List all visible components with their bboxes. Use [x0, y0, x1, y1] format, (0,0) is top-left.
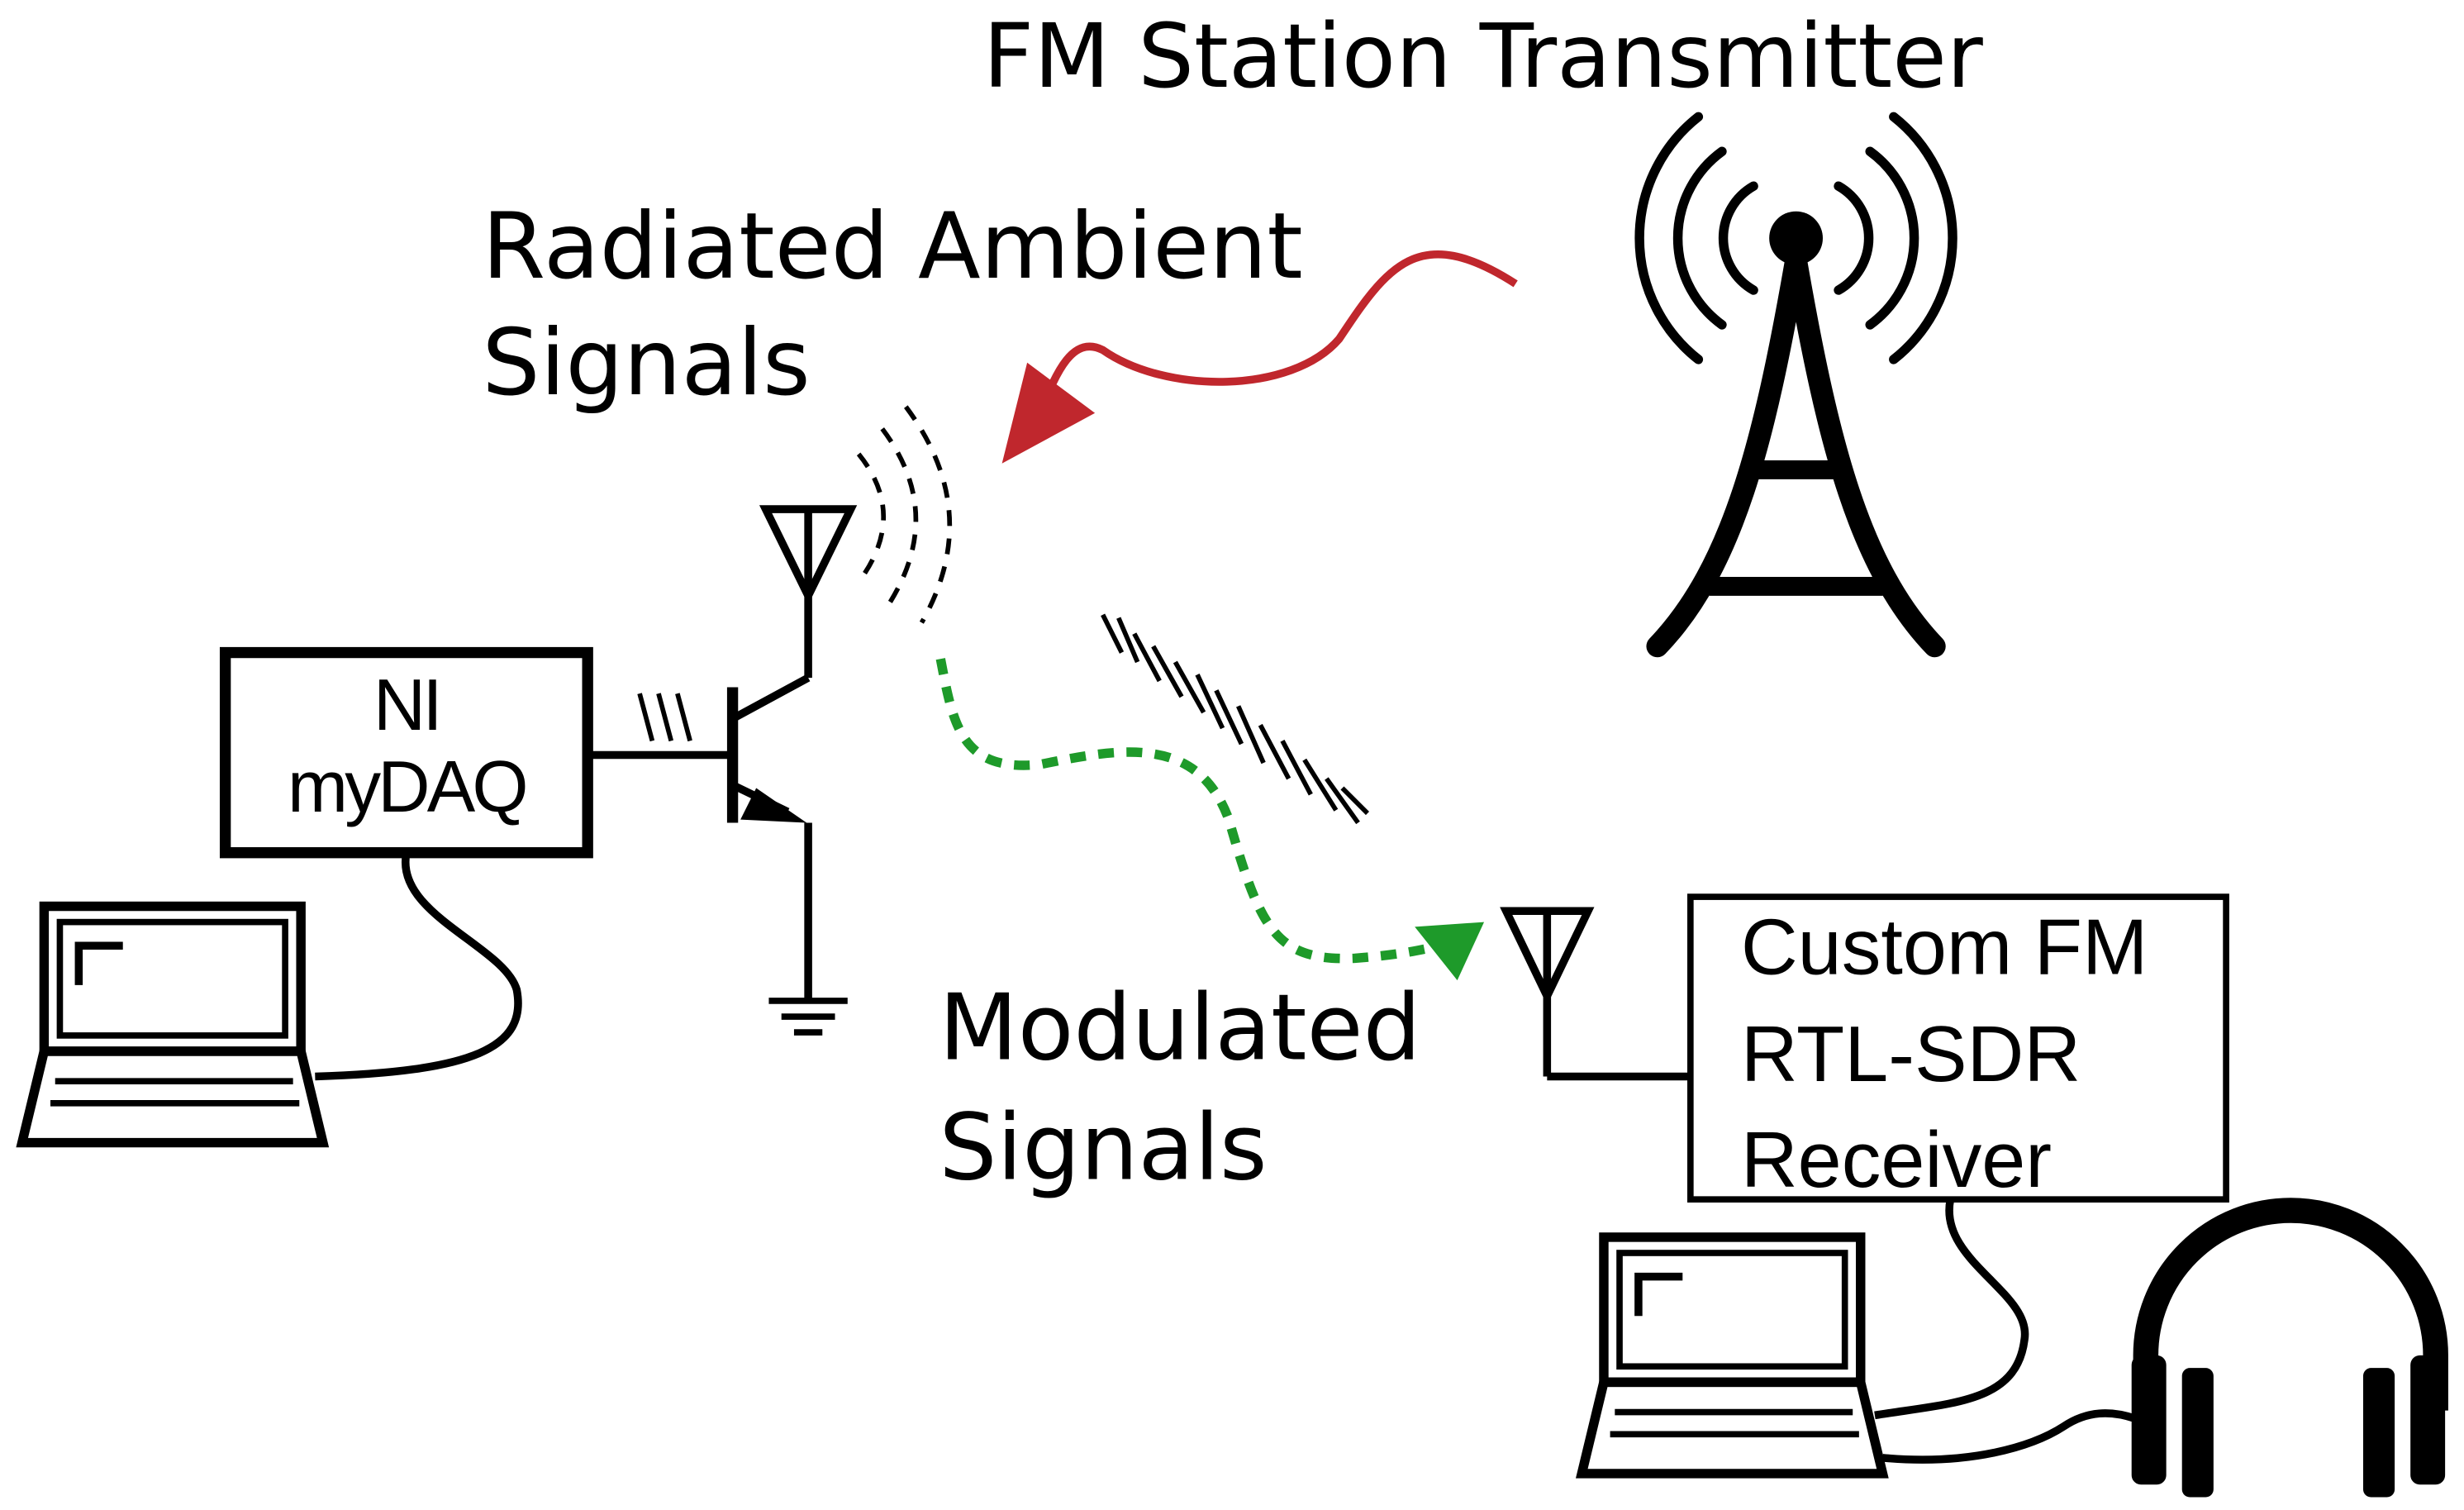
transmitter-label: FM Station Transmitter — [983, 6, 1983, 108]
radiated-label-line2: Signals — [482, 310, 810, 417]
mydaq-box: NI myDAQ — [219, 646, 593, 859]
ground-icon — [768, 998, 848, 1036]
modulated-signal-arrow — [935, 658, 1485, 981]
receiver-cable — [1874, 1198, 2029, 1420]
modulated-label-line1: Modulated — [939, 974, 1420, 1081]
receiver-antenna-icon — [1500, 907, 1691, 1081]
modulated-wave-hatch — [1101, 613, 1369, 825]
receiver-box: Custom FM RTL-SDR Receiver — [1687, 893, 2229, 1204]
laptop-icon — [16, 901, 330, 1148]
ambient-signal-arrow — [1001, 250, 1518, 464]
receiver-label-line3: Receiver — [1741, 1117, 2052, 1204]
right-laptop-icon — [1576, 1232, 1889, 1479]
mydaq-label-line1: NI — [373, 664, 440, 745]
transistor-icon — [587, 674, 812, 1001]
receiver-label-line1: Custom FM — [1741, 904, 2148, 992]
headphone-cable — [1882, 1409, 2137, 1464]
receiver-label-line2: RTL-SDR — [1741, 1011, 2081, 1098]
radiated-label-line1: Radiated Ambient — [482, 193, 1302, 300]
wave-arcs — [856, 405, 953, 624]
mydaq-cable — [315, 851, 522, 1081]
tower-icon — [1634, 112, 1957, 658]
antenna-icon — [759, 505, 858, 679]
headphones-icon — [2131, 1198, 2448, 1498]
modulated-label-line2: Signals — [939, 1094, 1267, 1201]
mydaq-label-line2: myDAQ — [288, 746, 526, 827]
